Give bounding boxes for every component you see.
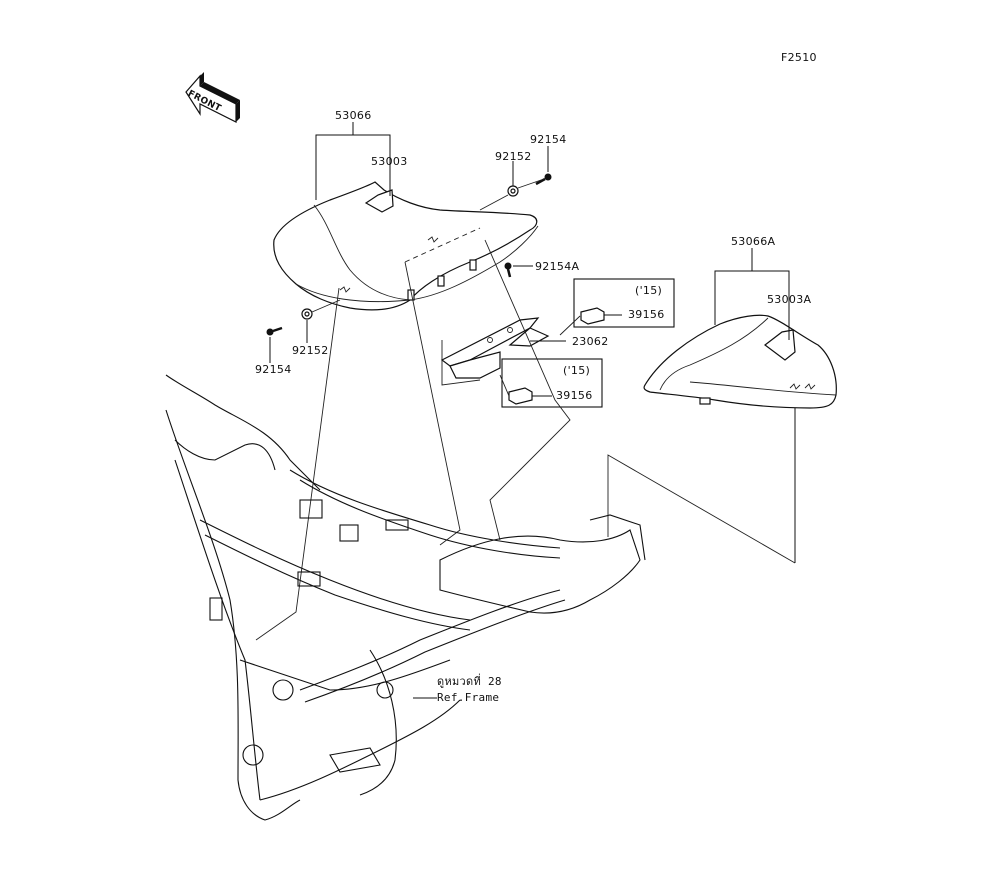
note-box-lower — [501, 358, 603, 408]
part-label-39156-upper[interactable]: 39156 — [628, 308, 665, 321]
note-upper-year: ('15) — [635, 284, 663, 297]
washer-bottom-icon — [301, 308, 313, 320]
damper-lower-icon — [508, 387, 533, 405]
part-label-23062[interactable]: 23062 — [572, 335, 609, 348]
part-label-92154-bottom[interactable]: 92154 — [255, 363, 292, 376]
damper-upper-icon — [580, 307, 605, 325]
part-label-92154A[interactable]: 92154A — [535, 260, 580, 273]
note-lower-year: ('15) — [563, 364, 591, 377]
frame-drawing — [165, 374, 646, 821]
bolt-bottom-icon — [266, 326, 283, 336]
leader-lines — [269, 122, 796, 699]
rear-seat-cowl-drawing — [643, 314, 837, 409]
reference-frame-link[interactable]: Ref.Frame — [437, 691, 500, 704]
part-label-53066A[interactable]: 53066A — [731, 235, 776, 248]
part-label-53003A[interactable]: 53003A — [767, 293, 812, 306]
part-label-92154-top[interactable]: 92154 — [530, 133, 567, 146]
front-seat-drawing — [273, 181, 539, 311]
part-label-53066[interactable]: 53066 — [335, 109, 372, 122]
figure-code: F2510 — [781, 51, 817, 64]
part-label-53003[interactable]: 53003 — [371, 155, 408, 168]
bolt-bracket-icon — [504, 262, 512, 278]
part-label-39156-lower[interactable]: 39156 — [556, 389, 593, 402]
part-label-92152-top[interactable]: 92152 — [495, 150, 532, 163]
reference-thai-text: ดูหมวดที่ 28 — [437, 675, 502, 688]
note-box-upper — [573, 278, 675, 328]
washer-top-icon — [507, 185, 519, 197]
front-direction-arrow-icon — [185, 72, 240, 123]
bolt-top-icon — [535, 173, 552, 186]
part-label-92152-bottom[interactable]: 92152 — [292, 344, 329, 357]
assembly-dash-lines — [255, 227, 796, 641]
